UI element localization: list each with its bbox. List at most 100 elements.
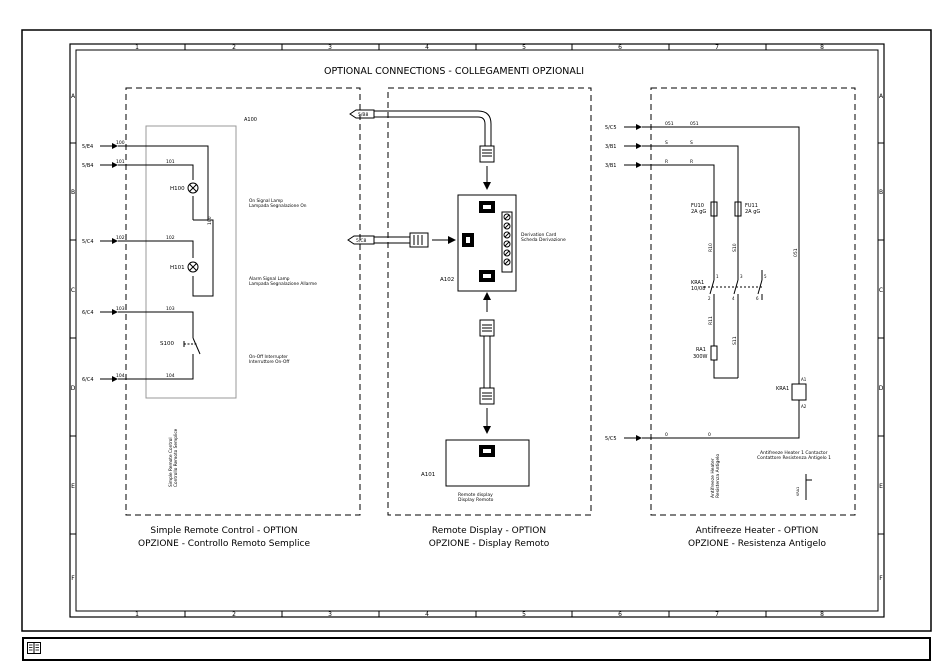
coil-kra1-label: KRA1 [776,386,789,392]
coil-a1: A1 [801,377,807,382]
drawing-area-frame [75,49,879,612]
col-label-bottom-7: 7 [715,611,719,618]
simple-remote-vertical-it: Controllo Remoto Semplice [173,428,179,487]
wire-num-inner-103: 103 [166,306,175,312]
simple-remote-caption-it: OPZIONE - Controllo Remoto Semplice [138,539,310,549]
col-label-top-5: 5 [522,44,526,51]
heater-ra1-label: RA1 [696,347,706,353]
simple-remote-caption-en: Simple Remote Control - OPTION [150,526,297,536]
simple-remote-dashed-box [125,87,361,516]
book-icon[interactable] [27,641,41,655]
lamp2-desc-it: Lampada Segnalazione Allarme [249,281,317,287]
col-label-bottom-6: 6 [618,611,622,618]
card-a102-label: A102 [440,277,454,283]
col-label-top-1: 1 [135,44,139,51]
card-desc-it: Scheda Derivazione [521,237,566,243]
outer-frame [21,29,932,632]
remote-display-caption-it: OPZIONE - Display Remoto [429,539,550,549]
col-label-top-2: 2 [232,44,236,51]
switch-desc-en: On-Off Interrupter [249,354,288,360]
row-label-right-F: F [879,575,883,582]
fuse-fu11-rating: 2A gG [745,209,760,215]
lamp-h100-label: H100 [170,186,185,192]
wire-num-101: 101 [116,159,125,165]
wire-num-102: 102 [116,235,125,241]
coil-a2: A2 [801,404,807,409]
switch-s100-icon [183,332,201,358]
af-wire-r-b: R [690,159,693,165]
antifreeze-vertical-it: Resistenza Antigelo [715,454,721,498]
inner-frame [69,43,885,618]
column-labels: 1 2 3 4 5 6 7 8 1 2 3 4 5 6 7 8 [135,44,824,618]
col-label-bottom-3: 3 [328,611,332,618]
card-desc-en: Derivation Card [521,232,556,238]
cable-bottom [479,292,495,434]
af-ref-4: 5/C5 [605,436,617,442]
wire-num-vertical-100: 100 [207,216,213,225]
ref-tag-5b8: 5/B8 [358,112,368,118]
fuse-fu11-label: FU11 [745,203,758,209]
simple-remote-box-label: A100 [244,117,257,123]
col-label-top-6: 6 [618,44,622,51]
contactor-desc-it: Contattore Resistenza Antigelo 1 [757,455,831,461]
row-labels: A B C D E F A B C D E F [71,93,884,582]
display-a101-label: A101 [421,472,435,478]
row-label-left-F: F [71,575,75,582]
ref-tag-5: 6/C4 [82,377,94,383]
contactor-desc-en: Antifreeze Heater 1 Contactor [760,450,828,456]
row-label-right-C: C [879,287,883,294]
af-wire-0: 0 [665,432,668,438]
af-wire-051: 051 [665,121,674,127]
wire-051-vertical: 051 [793,248,799,257]
wire-num-103: 103 [116,306,125,312]
ref-tag-2: 5/B4 [82,163,93,169]
af-wire-0-b: 0 [708,432,711,438]
simple-remote-device-box [145,125,237,399]
col-label-top-4: 4 [425,44,429,51]
antifreeze-labels: 051 S R 0 051 S R 0 FU10 2A gG FU11 2A g… [665,121,831,498]
mini-contact-label: KRA1 [796,487,800,496]
af-ref-2: 3/B1 [605,144,616,150]
row-label-left-A: A [71,93,76,100]
ref-tag-1: 5/E4 [82,144,93,150]
col-label-top-3: 3 [328,44,332,51]
switch-desc-it: Interruttore On-Off [249,359,290,365]
contact-6: 6 [756,296,759,301]
af-wire-s: S [665,140,668,146]
antifreeze-caption-it: OPZIONE - Resistenza Antigelo [688,539,827,549]
col-label-top-8: 8 [820,44,824,51]
fuse-fu10-rating: 2A gG [691,209,706,215]
col-label-bottom-8: 8 [820,611,824,618]
remote-display-caption-en: Remote Display - OPTION [432,526,546,536]
simple-remote-vertical-en: Simple Remote Control [168,437,174,487]
terminal-block-icon [501,211,513,273]
lamp-h101-icon [187,261,199,273]
lamp-h100-icon [187,182,199,194]
wire-s10: S10 [732,243,738,252]
derivation-card-ports [462,201,495,282]
row-label-right-A: A [879,93,884,100]
row-label-left-C: C [71,287,75,294]
cable-mid [374,232,456,248]
af-ref-1: 5/C5 [605,125,617,131]
derivation-card-a102 [457,194,517,292]
row-label-left-B: B [71,189,75,196]
heater-ra1-rating: 300W [693,354,708,360]
remote-display-dashed-box [387,87,592,516]
wire-r11: R11 [708,316,714,325]
column-ticks [70,44,884,617]
wire-r10: R10 [708,243,714,252]
simple-remote-wire-numbers: 100 101 102 103 104 101 102 103 104 100 [116,140,213,379]
col-label-bottom-2: 2 [232,611,236,618]
contactor-kra1-rating: 10/08 [691,286,705,292]
antifreeze-vertical-en: Antifreeze Heater [710,458,716,498]
switch-s100-label: S100 [160,341,174,347]
af-wire-051-b: 051 [690,121,699,127]
lamp2-desc-en: Alarm Signal Lamp [249,276,290,282]
bottom-info-bar [22,637,931,661]
simple-remote-wires: 5/E4 5/B4 5/C4 6/C4 6/C4 [82,143,214,383]
wire-num-100: 100 [116,140,125,146]
lamp1-desc-en: On Signal Lamp [249,198,283,204]
wire-num-inner-101: 101 [166,159,175,165]
wire-num-104: 104 [116,373,125,379]
